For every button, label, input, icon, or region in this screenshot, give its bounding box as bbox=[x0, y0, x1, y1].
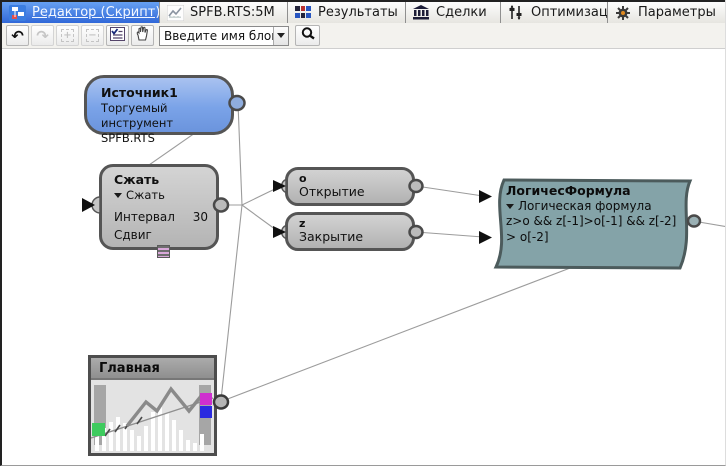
bank-icon bbox=[413, 4, 430, 21]
block-subtitle: Торгуемый инструмент bbox=[101, 100, 174, 130]
chevron-down-icon bbox=[114, 192, 122, 198]
formula-expression: z>o && z[-1]>o[-1] && z[-2] bbox=[506, 214, 677, 229]
block-type-dropdown[interactable]: Сжать bbox=[114, 188, 208, 203]
block-var: z bbox=[299, 217, 306, 230]
panel-titlebar[interactable]: Главная bbox=[91, 358, 214, 380]
formula-expression: > o[-2] bbox=[506, 229, 549, 244]
tab-optimization[interactable]: Оптимизация bbox=[501, 2, 608, 23]
ungroup-select-button[interactable]: − bbox=[81, 25, 104, 46]
sliders-icon bbox=[508, 4, 525, 21]
block-name-input[interactable]: Введите имя блока bbox=[164, 28, 273, 43]
param-row-shift[interactable]: Сдвиг bbox=[114, 228, 208, 244]
param-value[interactable]: 30 bbox=[192, 209, 208, 224]
tab-trades[interactable]: Сделки bbox=[406, 2, 501, 23]
block-compress[interactable]: Сжать Сжать Интервал 30 Сдвиг bbox=[99, 164, 219, 258]
tab-label: Редактор (Скрипт) bbox=[32, 5, 160, 20]
tab-parameters[interactable]: Параметры bbox=[608, 2, 725, 23]
group-select-button[interactable]: + bbox=[56, 25, 79, 46]
block-title: Сжать bbox=[114, 172, 160, 187]
block-notes-icon[interactable] bbox=[157, 245, 170, 258]
panel-chart-thumbnail bbox=[91, 380, 214, 451]
combo-dropdown-button[interactable] bbox=[273, 26, 288, 45]
pan-button[interactable] bbox=[131, 25, 154, 46]
block-title: ЛогичесФормула bbox=[506, 183, 631, 198]
redo-icon: ↷ bbox=[36, 26, 49, 45]
chevron-down-icon bbox=[506, 203, 514, 209]
block-source[interactable]: Источник1 Торгуемый инструмент SPFB.RTS bbox=[84, 75, 234, 145]
param-name: Интервал bbox=[114, 209, 175, 224]
results-grid-icon bbox=[295, 5, 312, 21]
search-icon bbox=[300, 26, 316, 45]
block-formula[interactable]: ЛогичесФормула Логическая формула z>o &&… bbox=[488, 176, 702, 272]
gear-icon bbox=[615, 5, 632, 21]
param-row-interval[interactable]: Интервал 30 bbox=[114, 210, 208, 226]
toolbar: ↶ ↷ + − Введите имя блока bbox=[2, 23, 725, 49]
group-select-icon: + bbox=[61, 29, 74, 42]
instrument-name: SPFB.RTS bbox=[101, 130, 155, 145]
block-type-dropdown[interactable]: Логическая формула bbox=[506, 199, 690, 215]
block-main-panel[interactable]: Главная bbox=[88, 355, 217, 456]
script-blocks-icon bbox=[9, 4, 26, 21]
tab-label: SPFB.RTS:5M bbox=[190, 5, 275, 20]
blue-connector[interactable] bbox=[200, 406, 212, 418]
mini-chart bbox=[91, 386, 214, 451]
tab-label: Сделки bbox=[436, 5, 487, 20]
panel-title: Главная bbox=[99, 360, 160, 376]
checklist-button[interactable] bbox=[106, 25, 129, 46]
tab-label: Параметры bbox=[638, 5, 716, 20]
block-open[interactable]: o Открытие bbox=[285, 167, 415, 206]
block-label: Закрытие bbox=[299, 228, 364, 244]
param-name: Сдвиг bbox=[114, 228, 152, 243]
hand-icon bbox=[136, 26, 149, 45]
undo-button[interactable]: ↶ bbox=[6, 25, 29, 46]
redo-button[interactable]: ↷ bbox=[31, 25, 54, 46]
block-label: Открытие bbox=[299, 183, 365, 199]
tab-editor-script[interactable]: Редактор (Скрипт) × bbox=[2, 2, 160, 23]
block-title: Источник1 bbox=[101, 85, 178, 100]
tab-label: Оптимизация bbox=[531, 5, 608, 20]
block-var: o bbox=[299, 172, 307, 185]
search-block-button[interactable] bbox=[295, 25, 320, 46]
block-close[interactable]: z Закрытие bbox=[285, 212, 415, 251]
chevron-down-icon bbox=[277, 33, 285, 38]
tab-strip: Редактор (Скрипт) × SPFB.RTS:5M Результа… bbox=[2, 0, 725, 23]
tab-instrument[interactable]: SPFB.RTS:5M bbox=[160, 2, 288, 23]
magenta-connector[interactable] bbox=[200, 393, 212, 405]
block-name-combobox[interactable]: Введите имя блока bbox=[159, 25, 289, 46]
undo-icon: ↶ bbox=[11, 26, 24, 45]
formula-text: ЛогичесФормула Логическая формула z>o &&… bbox=[506, 183, 690, 245]
green-marker[interactable] bbox=[92, 423, 105, 436]
tab-label: Результаты bbox=[318, 5, 398, 20]
tab-results[interactable]: Результаты bbox=[288, 2, 406, 23]
checklist-icon bbox=[110, 26, 125, 45]
ungroup-select-icon: − bbox=[86, 29, 99, 42]
